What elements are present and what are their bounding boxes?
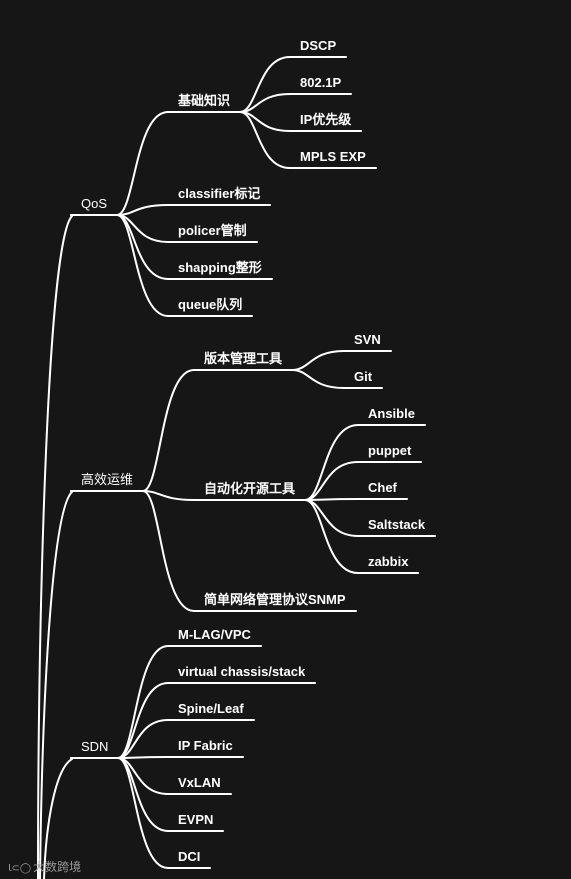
node-8021p[interactable]: 802.1P	[300, 75, 342, 90]
connector-node-automation-tools-node-chef	[304, 498, 359, 501]
node-version-tools[interactable]: 版本管理工具	[204, 351, 283, 366]
connector-branch-sdn-node-mlag-vpc	[117, 645, 169, 759]
node-saltstack[interactable]: Saltstack	[368, 517, 426, 532]
node-vxlan[interactable]: VxLAN	[178, 775, 221, 790]
node-mpls-exp[interactable]: MPLS EXP	[300, 149, 366, 164]
branch-qos[interactable]: QoS	[81, 196, 108, 211]
connector-branch-qos-node-queue	[116, 214, 169, 317]
connector-branch-sdn-node-dci	[117, 757, 169, 869]
node-virtual-chassis[interactable]: virtual chassis/stack	[178, 664, 306, 679]
connector-node-automation-tools-node-puppet	[304, 461, 359, 501]
node-classifier[interactable]: classifier标记	[178, 186, 261, 201]
node-ip-fabric[interactable]: IP Fabric	[178, 738, 233, 753]
node-queue[interactable]: queue队列	[178, 297, 243, 312]
connector-branch-devops-node-version-tools	[142, 369, 195, 492]
node-dscp[interactable]: DSCP	[300, 38, 337, 53]
watermark-text: 大数跨境	[33, 860, 82, 874]
node-evpn[interactable]: EVPN	[178, 812, 214, 827]
connector-node-version-tools-node-svn	[291, 350, 345, 371]
watermark-logo-icon: Ɩ⊂◯	[8, 863, 32, 874]
connector-branch-qos-node-qos-basics	[116, 111, 169, 216]
node-zabbix[interactable]: zabbix	[368, 554, 409, 569]
node-svn[interactable]: SVN	[354, 332, 381, 347]
connector-node-automation-tools-node-ansible	[304, 424, 359, 501]
connector-branch-sdn-node-ip-fabric	[117, 756, 169, 759]
connector-node-qos-basics-node-mpls-exp	[239, 111, 291, 169]
connector-root-ops	[39, 491, 73, 879]
node-chef[interactable]: Chef	[368, 480, 397, 495]
node-spine-leaf[interactable]: Spine/Leaf	[178, 701, 244, 716]
connector-root-sdn	[43, 758, 73, 879]
connector-branch-devops-node-automation-tools	[142, 490, 195, 501]
connector-node-qos-basics-node-dscp	[239, 56, 291, 113]
node-ansible[interactable]: Ansible	[368, 406, 415, 421]
connector-branch-sdn-node-spine-leaf	[117, 719, 169, 759]
node-snmp[interactable]: 简单网络管理协议SNMP	[204, 592, 346, 607]
node-shaping[interactable]: shapping整形	[178, 260, 262, 275]
connector-node-automation-tools-node-zabbix	[304, 499, 359, 574]
connector-branch-sdn-node-evpn	[117, 757, 169, 832]
branch-devops[interactable]: 高效运维	[81, 472, 134, 487]
watermark: Ɩ⊂◯大数跨境	[8, 858, 81, 875]
node-policer[interactable]: policer管制	[178, 223, 247, 238]
node-automation-tools[interactable]: 自动化开源工具	[204, 481, 296, 496]
connector-root-qos	[37, 215, 73, 879]
node-ip-precedence[interactable]: IP优先级	[300, 112, 352, 127]
node-git[interactable]: Git	[354, 369, 373, 384]
branch-sdn[interactable]: SDN	[81, 739, 109, 754]
node-dci[interactable]: DCI	[178, 849, 201, 864]
connector-node-version-tools-node-git	[291, 369, 345, 389]
connector-branch-sdn-node-virtual-chassis	[117, 682, 169, 759]
node-puppet[interactable]: puppet	[368, 443, 412, 458]
node-qos-basics[interactable]: 基础知识	[178, 93, 231, 108]
node-mlag-vpc[interactable]: M-LAG/VPC	[178, 627, 251, 642]
connector-branch-devops-node-snmp	[142, 490, 195, 612]
